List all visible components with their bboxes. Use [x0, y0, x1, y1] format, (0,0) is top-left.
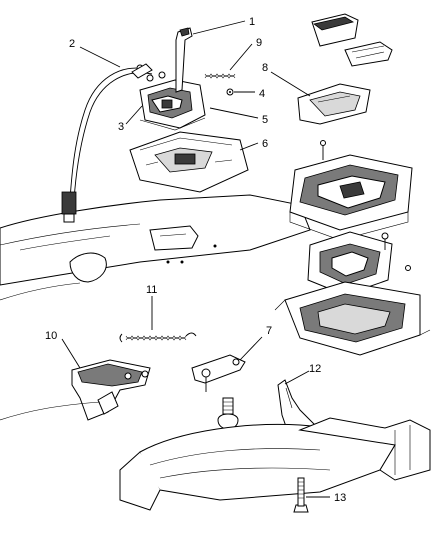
console-housing: [289, 140, 413, 241]
callout-1: 1: [249, 16, 255, 28]
shifter-mechanism: [307, 231, 411, 296]
shifter-assembly: [139, 71, 206, 131]
callout-9: 9: [256, 37, 262, 49]
floor-pan-right: [274, 281, 431, 356]
mounting-bracket: [71, 359, 151, 421]
return-spring: [119, 332, 197, 343]
ball-stud: [217, 397, 239, 430]
leader-lines: [61, 20, 330, 498]
callout-5: 5: [262, 114, 268, 126]
callouts: 1 2 3 4 5 6 7 8 9 10 11 12 13: [45, 16, 346, 504]
transmission-housing: [0, 401, 431, 511]
floor-pan-upper: [0, 194, 311, 301]
shift-cable: [61, 63, 153, 223]
callout-3: 3: [118, 121, 124, 133]
shift-lever: [175, 27, 193, 93]
callout-11: 11: [146, 284, 157, 296]
callout-8: 8: [262, 62, 268, 74]
callout-6: 6: [262, 138, 268, 150]
retaining-clip: [226, 88, 234, 96]
console-bezel: [297, 13, 393, 125]
callout-4: 4: [259, 88, 265, 100]
detent-spring: [204, 73, 236, 79]
mounting-bolt: [293, 477, 309, 513]
callout-7: 7: [266, 325, 272, 337]
bellcrank-lever: [191, 354, 246, 392]
callout-10: 10: [45, 330, 57, 342]
callout-13: 13: [334, 492, 346, 504]
shifter-base-plate: [129, 131, 249, 193]
callout-12: 12: [309, 363, 321, 375]
callout-2: 2: [69, 38, 75, 50]
